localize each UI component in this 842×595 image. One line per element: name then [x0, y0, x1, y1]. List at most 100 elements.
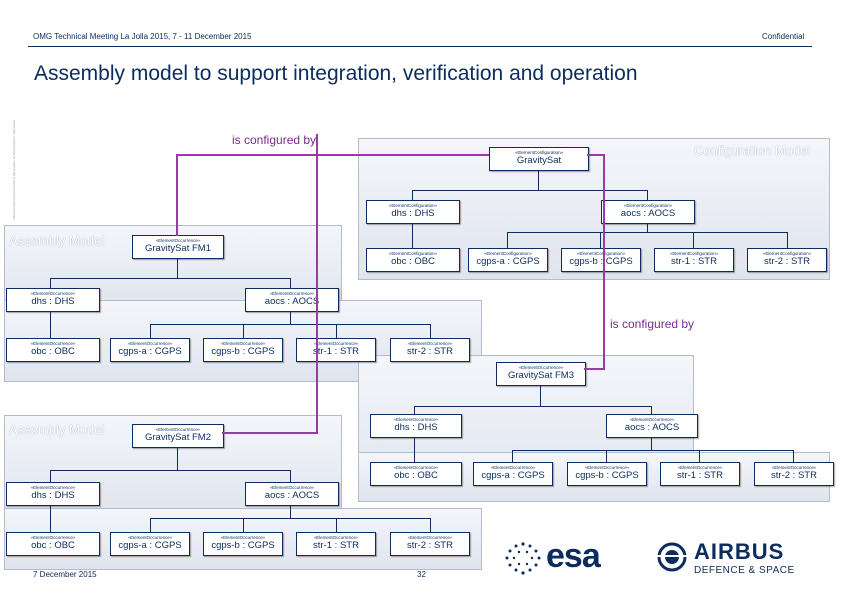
confidential-label: Confidential: [762, 32, 805, 41]
fm2-dhs-node[interactable]: «ElementOccurrence» dhs : DHS: [6, 482, 100, 506]
esa-logo-text: esa: [546, 537, 601, 575]
footer-date: 7 December 2015: [33, 570, 97, 579]
fm1-obc-node[interactable]: «ElementOccurrence» obc : OBC: [6, 338, 100, 362]
fm1-dhs-node[interactable]: «ElementOccurrence» dhs : DHS: [6, 288, 100, 312]
node-name: str-2 : STR: [764, 256, 810, 267]
node-name: dhs : DHS: [391, 208, 435, 219]
fm2-aocs-node[interactable]: «ElementOccurrence» aocs : AOCS: [245, 482, 339, 506]
stereotype-label: «ElementOccurrence»: [30, 291, 76, 296]
fm3-cgps-a-node[interactable]: «ElementOccurrence» cgps-a : CGPS: [473, 462, 553, 486]
config-cgps-b-node[interactable]: «ElementConfiguration» cgps-b : CGPS: [561, 248, 641, 272]
fm3-str-2-node[interactable]: «ElementOccurrence» str-2 : STR: [754, 462, 834, 486]
stereotype-label: «ElementOccurrence»: [393, 465, 439, 470]
esa-logo: esa: [500, 536, 630, 582]
node-name: GravitySat: [516, 155, 562, 166]
stereotype-label: «ElementConfiguration»: [514, 150, 564, 155]
configured-by-link-1: [176, 154, 178, 236]
fm1-cgps-a-node[interactable]: «ElementOccurrence» cgps-a : CGPS: [110, 338, 190, 362]
fm1-str-2-node[interactable]: «ElementOccurrence» str-2 : STR: [390, 338, 470, 362]
config-dhs-node[interactable]: «ElementConfiguration» dhs : DHS: [366, 200, 460, 224]
node-name: str-2 : STR: [771, 470, 817, 481]
fm2-obc-node[interactable]: «ElementOccurrence» obc : OBC: [6, 532, 100, 556]
stereotype-label: «ElementConfiguration»: [623, 203, 673, 208]
fm2-root-node[interactable]: «ElementOccurrence» GravitySat FM2: [132, 424, 224, 448]
node-name: cgps-a : CGPS: [118, 540, 182, 551]
stereotype-label: «ElementOccurrence»: [490, 465, 536, 470]
fm2-str-2-node[interactable]: «ElementOccurrence» str-2 : STR: [390, 532, 470, 556]
node-name: aocs : AOCS: [620, 208, 676, 219]
node-name: obc : OBC: [31, 540, 75, 551]
stereotype-label: «ElementOccurrence»: [313, 341, 359, 346]
stereotype-label: «ElementOccurrence»: [407, 535, 453, 540]
node-name: cgps-b : CGPS: [575, 470, 639, 481]
fm1-aocs-node[interactable]: «ElementOccurrence» aocs : AOCS: [245, 288, 339, 312]
stereotype-label: «ElementOccurrence»: [518, 365, 564, 370]
node-name: GravitySat FM1: [145, 243, 211, 254]
stereotype-label: «ElementConfiguration»: [762, 251, 812, 256]
stereotype-label: «ElementOccurrence»: [127, 535, 173, 540]
node-name: cgps-a : CGPS: [476, 256, 540, 267]
node-name: cgps-b : CGPS: [211, 346, 275, 357]
stereotype-label: «ElementConfiguration»: [388, 203, 438, 208]
fm2-cgps-a-node[interactable]: «ElementOccurrence» cgps-a : CGPS: [110, 532, 190, 556]
node-name: str-2 : STR: [407, 346, 453, 357]
stereotype-label: «ElementOccurrence»: [407, 341, 453, 346]
node-name: str-2 : STR: [407, 540, 453, 551]
stereotype-label: «ElementOccurrence»: [155, 427, 201, 432]
config-str-1-node[interactable]: «ElementConfiguration» str-1 : STR: [654, 248, 734, 272]
node-name: dhs : DHS: [31, 296, 75, 307]
node-name: str-1 : STR: [313, 346, 359, 357]
airbus-name: AIRBUS: [694, 539, 785, 564]
config-cgps-a-node[interactable]: «ElementConfiguration» cgps-a : CGPS: [468, 248, 548, 272]
stereotype-label: «ElementOccurrence»: [127, 341, 173, 346]
assembly-fm2-label: Assembly Model: [9, 422, 105, 437]
node-name: GravitySat FM2: [145, 432, 211, 443]
stereotype-label: «ElementConfiguration»: [669, 251, 719, 256]
node-name: aocs : AOCS: [624, 422, 680, 433]
configured-by-link-2: [587, 154, 605, 156]
page-title: Assembly model to support integration, v…: [34, 62, 638, 85]
meeting-header: OMG Technical Meeting La Jolla 2015, 7 -…: [33, 32, 252, 41]
node-name: obc : OBC: [391, 256, 435, 267]
fm1-str-1-node[interactable]: «ElementOccurrence» str-1 : STR: [296, 338, 376, 362]
node-name: dhs : DHS: [31, 490, 75, 501]
stereotype-label: «ElementOccurrence»: [629, 417, 675, 422]
fm3-dhs-node[interactable]: «ElementOccurrence» dhs : DHS: [370, 414, 462, 438]
stereotype-label: «ElementOccurrence»: [269, 291, 315, 296]
stereotype-label: «ElementOccurrence»: [313, 535, 359, 540]
config-obc-node[interactable]: «ElementConfiguration» obc : OBC: [366, 248, 460, 272]
fm2-cgps-b-node[interactable]: «ElementOccurrence» cgps-b : CGPS: [203, 532, 283, 556]
header-rule: [28, 46, 812, 47]
node-name: str-1 : STR: [313, 540, 359, 551]
node-name: GravitySat FM3: [508, 370, 574, 381]
stereotype-label: «ElementOccurrence»: [155, 238, 201, 243]
configuration-model-label: Configuration Model: [694, 143, 811, 158]
page-number: 32: [417, 570, 426, 579]
fm3-root-node[interactable]: «ElementOccurrence» GravitySat FM3: [496, 362, 586, 386]
configured-by-label-2: is configured by: [610, 317, 695, 331]
node-name: cgps-a : CGPS: [481, 470, 545, 481]
stereotype-label: «ElementOccurrence»: [771, 465, 817, 470]
stereotype-label: «ElementOccurrence»: [269, 485, 315, 490]
stereotype-label: «ElementOccurrence»: [30, 341, 76, 346]
node-name: cgps-a : CGPS: [118, 346, 182, 357]
config-str-2-node[interactable]: «ElementConfiguration» str-2 : STR: [747, 248, 827, 272]
airbus-logo-icon: [657, 542, 687, 572]
config-root-node[interactable]: «ElementConfiguration» GravitySat: [489, 147, 589, 171]
fm3-obc-node[interactable]: «ElementOccurrence» obc : OBC: [370, 462, 462, 486]
node-name: aocs : AOCS: [264, 296, 320, 307]
fm3-cgps-b-node[interactable]: «ElementOccurrence» cgps-b : CGPS: [567, 462, 647, 486]
node-name: str-1 : STR: [677, 470, 723, 481]
stereotype-label: «ElementOccurrence»: [584, 465, 630, 470]
airbus-division: DEFENCE & SPACE: [694, 565, 795, 576]
config-aocs-node[interactable]: «ElementConfiguration» aocs : AOCS: [601, 200, 695, 224]
fm1-root-node[interactable]: «ElementOccurrence» GravitySat FM1: [132, 235, 224, 259]
fm3-str-1-node[interactable]: «ElementOccurrence» str-1 : STR: [660, 462, 740, 486]
assembly-fm1-label: Assembly Model: [9, 233, 105, 248]
esa-logo-icon: [505, 542, 541, 575]
fm2-str-1-node[interactable]: «ElementOccurrence» str-1 : STR: [296, 532, 376, 556]
fm3-aocs-node[interactable]: «ElementOccurrence» aocs : AOCS: [606, 414, 698, 438]
node-name: obc : OBC: [394, 470, 438, 481]
stereotype-label: «ElementOccurrence»: [30, 535, 76, 540]
fm1-cgps-b-node[interactable]: «ElementOccurrence» cgps-b : CGPS: [203, 338, 283, 362]
